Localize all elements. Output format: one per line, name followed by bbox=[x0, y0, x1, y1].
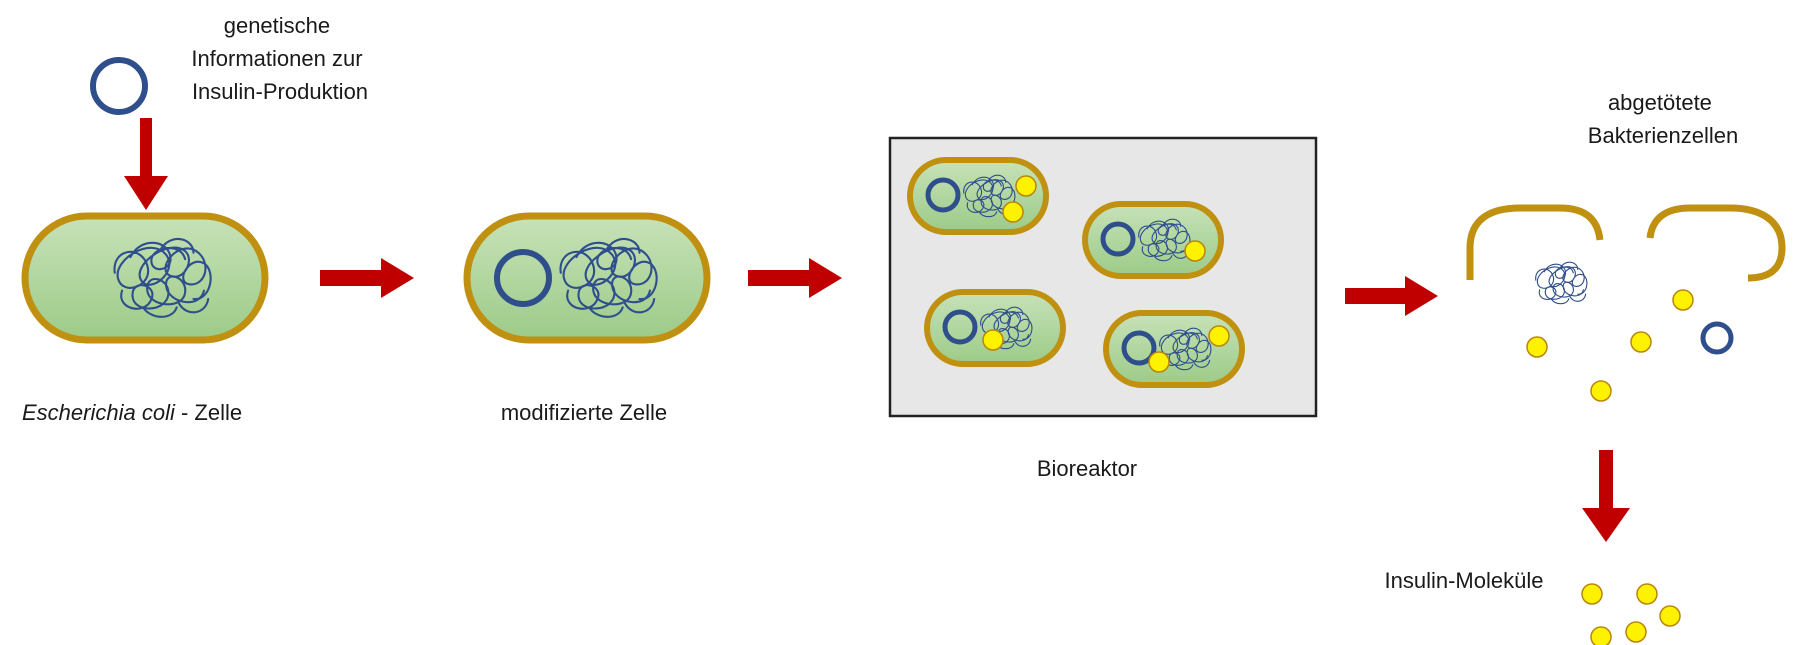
ecoli-label: Escherichia coli - Zelle bbox=[22, 400, 242, 425]
genetic-info-line-2: Informationen zur bbox=[191, 46, 362, 71]
membrane-fragment bbox=[1646, 204, 1786, 282]
insulin-molecule-icon bbox=[1590, 626, 1612, 645]
insulin-molecule-icon bbox=[1672, 289, 1694, 311]
process-arrow-icon bbox=[124, 118, 168, 210]
insulin-molecule-icon bbox=[982, 329, 1004, 351]
genetic-info-line-1: genetische bbox=[224, 13, 330, 38]
arrow-killed-to-insulin bbox=[1582, 450, 1630, 542]
reactor-cell bbox=[1082, 201, 1224, 279]
modified-cell-label: modifizierte Zelle bbox=[501, 400, 667, 425]
ecoli-label-suffix: - Zelle bbox=[175, 400, 242, 425]
killed-cells bbox=[1466, 204, 1786, 402]
plasmid-ring-icon bbox=[1100, 221, 1136, 257]
insulin-molecule-icon bbox=[1002, 201, 1024, 223]
bioreactor bbox=[888, 136, 1318, 418]
arrow-plasmid-to-cell bbox=[124, 118, 168, 210]
process-arrow-icon bbox=[1582, 450, 1630, 542]
reactor-cell bbox=[907, 157, 1049, 235]
plasmid-ring-icon bbox=[925, 177, 961, 213]
arrow-modified-to-reactor bbox=[748, 258, 842, 298]
process-arrow-icon bbox=[320, 258, 414, 298]
insulin-molecule-icon bbox=[1184, 240, 1206, 262]
reactor-cell bbox=[1103, 310, 1245, 388]
ecoli-cell bbox=[21, 212, 269, 344]
arrow-cell-to-modified bbox=[320, 258, 414, 298]
insulin-molecules bbox=[1581, 583, 1681, 645]
plasmid-ring-icon bbox=[942, 309, 978, 345]
genetic-info-line-3: Insulin-Produktion bbox=[192, 79, 368, 104]
killed-cells-line-2: Bakterienzellen bbox=[1588, 123, 1738, 148]
insulin-molecule-icon bbox=[1208, 325, 1230, 347]
modified-cell bbox=[463, 212, 711, 344]
process-arrow-icon bbox=[748, 258, 842, 298]
insulin-molecule-icon bbox=[1590, 380, 1612, 402]
plasmid-ring-icon bbox=[1700, 321, 1734, 355]
insulin-molecule-icon bbox=[1659, 605, 1681, 627]
plasmid-ring-icon bbox=[1121, 330, 1157, 366]
insulin-molecule-icon bbox=[1148, 351, 1170, 373]
insulin-molecule-icon bbox=[1526, 336, 1548, 358]
arrow-reactor-to-killed bbox=[1345, 276, 1438, 316]
insulin-molecule-icon bbox=[1581, 583, 1603, 605]
cell-membrane bbox=[21, 212, 269, 344]
genetic-info-label: genetische Informationen zur Insulin-Pro… bbox=[191, 13, 368, 104]
killed-cells-label: abgetötete Bakterienzellen bbox=[1588, 90, 1738, 148]
membrane-fragment bbox=[1466, 204, 1604, 280]
plasmid-ring-icon bbox=[90, 57, 148, 115]
reactor-cell bbox=[924, 289, 1066, 367]
process-arrow-icon bbox=[1345, 276, 1438, 316]
ecoli-species-name: Escherichia coli bbox=[22, 400, 176, 425]
insulin-molecule-icon bbox=[1625, 621, 1647, 643]
insulin-molecule-icon bbox=[1015, 175, 1037, 197]
insulin-molecule-icon bbox=[1630, 331, 1652, 353]
killed-cells-line-1: abgetötete bbox=[1608, 90, 1712, 115]
dna-coil-icon bbox=[1535, 261, 1588, 305]
bioreactor-label: Bioreaktor bbox=[1037, 456, 1137, 481]
plasmid-ring-icon bbox=[494, 249, 552, 307]
insulin-molecule-icon bbox=[1636, 583, 1658, 605]
insulin-molecules-label: Insulin-Moleküle bbox=[1385, 568, 1544, 593]
